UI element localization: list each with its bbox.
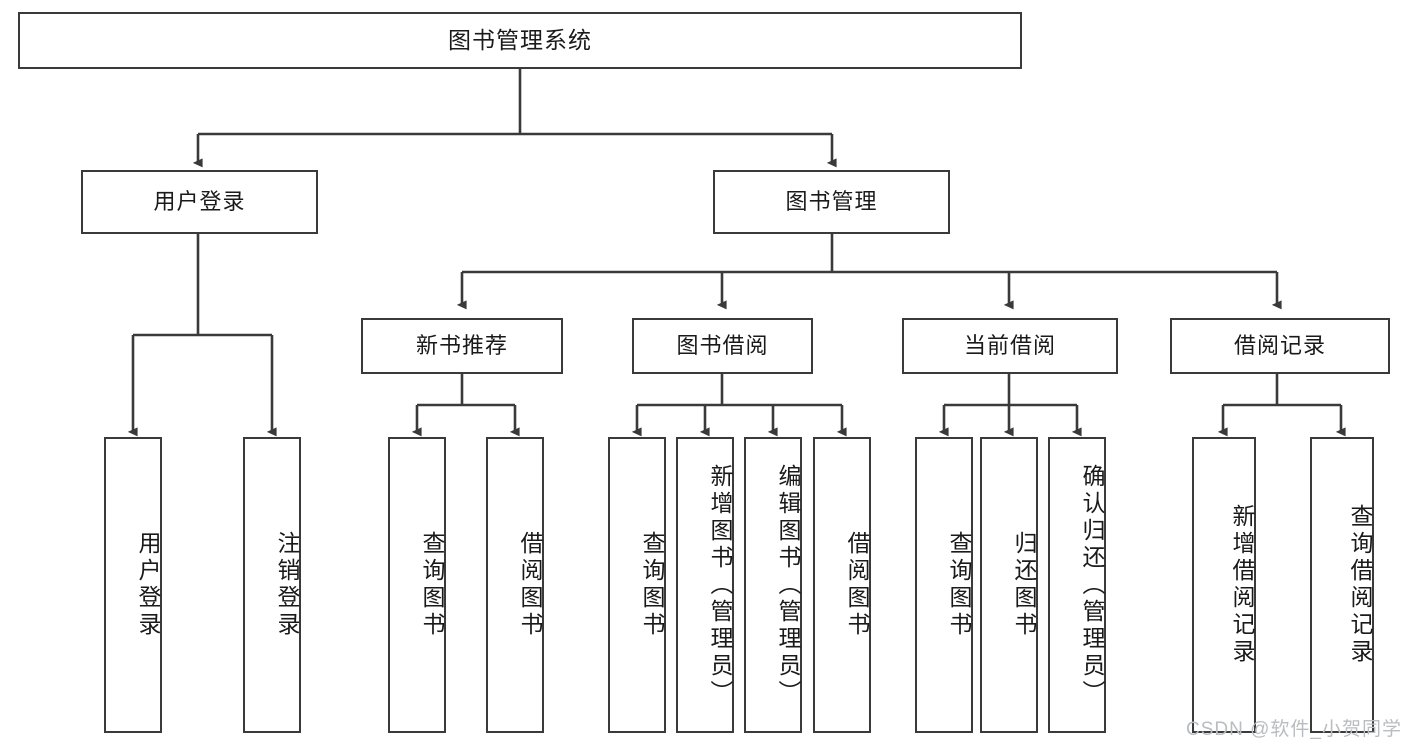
node-user-login[interactable]: 用户登录 (81, 170, 318, 234)
node-label: 确认归还（管理员） (1079, 463, 1105, 707)
leaf-user-login-signin[interactable]: 用户登录 (104, 437, 162, 733)
node-label: 借阅图书 (517, 531, 543, 639)
node-book-borrow[interactable]: 图书借阅 (632, 318, 813, 374)
node-label: 图书借阅 (676, 332, 769, 358)
leaf-new-book-borrow-book[interactable]: 借阅图书 (486, 437, 544, 733)
node-new-book-recommend[interactable]: 新书推荐 (361, 318, 563, 374)
node-label: 当前借阅 (963, 332, 1056, 358)
node-current-borrow[interactable]: 当前借阅 (902, 318, 1118, 374)
node-label: 查询图书 (419, 531, 445, 639)
leaf-current-borrow-confirm-return-admin[interactable]: 确认归还（管理员） (1048, 437, 1106, 733)
leaf-borrow-record-query-record[interactable]: 查询借阅记录 (1310, 437, 1374, 733)
node-label: 用户登录 (135, 531, 161, 639)
node-label: 图书管理 (785, 188, 878, 214)
node-borrow-record[interactable]: 借阅记录 (1170, 318, 1390, 374)
node-label: 查询图书 (639, 531, 665, 639)
leaf-user-login-signout[interactable]: 注销登录 (243, 437, 301, 733)
node-label: 新书推荐 (415, 332, 508, 358)
node-label: 注销登录 (274, 531, 300, 639)
leaf-book-borrow-query-book[interactable]: 查询图书 (608, 437, 666, 733)
node-label: 借阅图书 (844, 531, 870, 639)
csdn-watermark: CSDN @软件_小贺同学 (1186, 719, 1402, 740)
node-label: 查询借阅记录 (1347, 504, 1373, 666)
leaf-new-book-query-book[interactable]: 查询图书 (388, 437, 446, 733)
leaf-current-borrow-query-book[interactable]: 查询图书 (915, 437, 973, 733)
node-label: 新增借阅记录 (1229, 504, 1255, 666)
node-label: 用户登录 (153, 188, 246, 214)
node-label: 新增图书（管理员） (707, 463, 733, 707)
node-label: 借阅记录 (1233, 332, 1326, 358)
node-label: 编辑图书（管理员） (775, 463, 801, 707)
leaf-book-borrow-borrow-book[interactable]: 借阅图书 (813, 437, 871, 733)
leaf-current-borrow-return-book[interactable]: 归还图书 (980, 437, 1038, 733)
node-label: 图书管理系统 (448, 26, 592, 53)
leaf-book-borrow-edit-book-admin[interactable]: 编辑图书（管理员） (744, 437, 802, 733)
leaf-borrow-record-add-record[interactable]: 新增借阅记录 (1192, 437, 1256, 733)
leaf-book-borrow-add-book-admin[interactable]: 新增图书（管理员） (676, 437, 734, 733)
node-root-book-management-system[interactable]: 图书管理系统 (18, 12, 1022, 69)
node-label: 归还图书 (1011, 531, 1037, 639)
node-book-management[interactable]: 图书管理 (713, 170, 950, 234)
node-label: 查询图书 (946, 531, 972, 639)
